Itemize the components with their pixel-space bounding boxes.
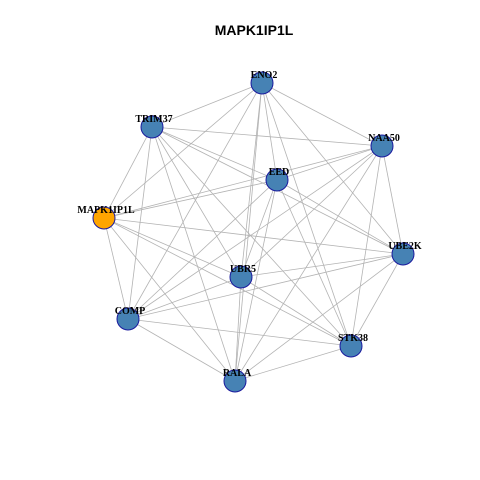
node-eed (265, 168, 289, 192)
node-label-ube2k: UBE2K (388, 241, 422, 252)
diagram-title: MAPK1IP1L (215, 22, 294, 38)
edge-eno2-mapk1ip1l (103, 82, 263, 219)
edge-ubr5-stk38 (240, 276, 352, 347)
edge-trim37-comp (127, 126, 153, 320)
edge-ubr5-rala (234, 276, 242, 382)
node-ubr5 (229, 265, 253, 289)
node-label-comp: COMP (115, 306, 146, 317)
edge-mapk1ip1l-ube2k (103, 217, 404, 255)
edge-ube2k-comp (127, 253, 404, 320)
edge-eed-stk38 (276, 179, 352, 347)
node-label-eed: EED (269, 167, 290, 178)
node-label-stk38: STK38 (338, 333, 368, 344)
edge-naa50-mapk1ip1l (103, 145, 383, 219)
edge-eed-ube2k (276, 179, 404, 255)
node-mapk1ip1l (92, 206, 116, 230)
edge-eno2-rala (234, 82, 263, 382)
node-eno2 (250, 71, 274, 95)
edge-naa50-ubr5 (240, 145, 383, 278)
edge-eed-rala (234, 179, 278, 382)
node-trim37 (140, 115, 164, 139)
edge-eno2-naa50 (261, 82, 383, 147)
edge-ube2k-rala (234, 253, 404, 382)
node-naa50 (370, 134, 394, 158)
edge-mapk1ip1l-comp (103, 217, 129, 320)
edge-eno2-comp (127, 82, 263, 320)
edge-trim37-stk38 (151, 126, 352, 347)
edge-ubr5-comp (127, 276, 242, 320)
edge-naa50-eed (276, 145, 383, 181)
edge-ube2k-ubr5 (240, 253, 404, 278)
node-stk38 (339, 334, 363, 358)
edge-eno2-ube2k (261, 82, 404, 255)
node-label-trim37: TRIM37 (135, 114, 172, 125)
edge-comp-rala (127, 318, 236, 382)
edge-comp-stk38 (127, 318, 352, 347)
edge-eno2-eed (261, 82, 278, 181)
edge-eed-mapk1ip1l (103, 179, 278, 219)
edge-mapk1ip1l-ubr5 (103, 217, 242, 278)
edge-naa50-rala (234, 145, 383, 382)
edge-eed-comp (127, 179, 278, 320)
edge-mapk1ip1l-rala (103, 217, 236, 382)
edge-trim37-naa50 (151, 126, 383, 147)
node-label-eno2: ENO2 (251, 70, 278, 81)
node-rala (223, 369, 247, 393)
edge-ube2k-stk38 (350, 253, 404, 347)
node-comp (116, 307, 140, 331)
edge-naa50-stk38 (350, 145, 383, 347)
node-label-mapk1ip1l: MAPK1IP1L (77, 205, 135, 216)
edge-stk38-rala (234, 345, 352, 382)
edge-trim37-rala (151, 126, 236, 382)
edge-trim37-eed (151, 126, 278, 181)
node-label-naa50: NAA50 (368, 133, 400, 144)
edge-naa50-ube2k (381, 145, 404, 255)
node-label-ubr5: UBR5 (230, 264, 256, 275)
node-layer (92, 71, 415, 393)
edge-eno2-stk38 (261, 82, 352, 347)
edge-naa50-comp (127, 145, 383, 320)
edge-eed-ubr5 (240, 179, 278, 278)
edge-eno2-trim37 (151, 82, 263, 128)
node-label-rala: RALA (223, 368, 252, 379)
node-ube2k (391, 242, 415, 266)
edge-trim37-mapk1ip1l (103, 126, 153, 219)
